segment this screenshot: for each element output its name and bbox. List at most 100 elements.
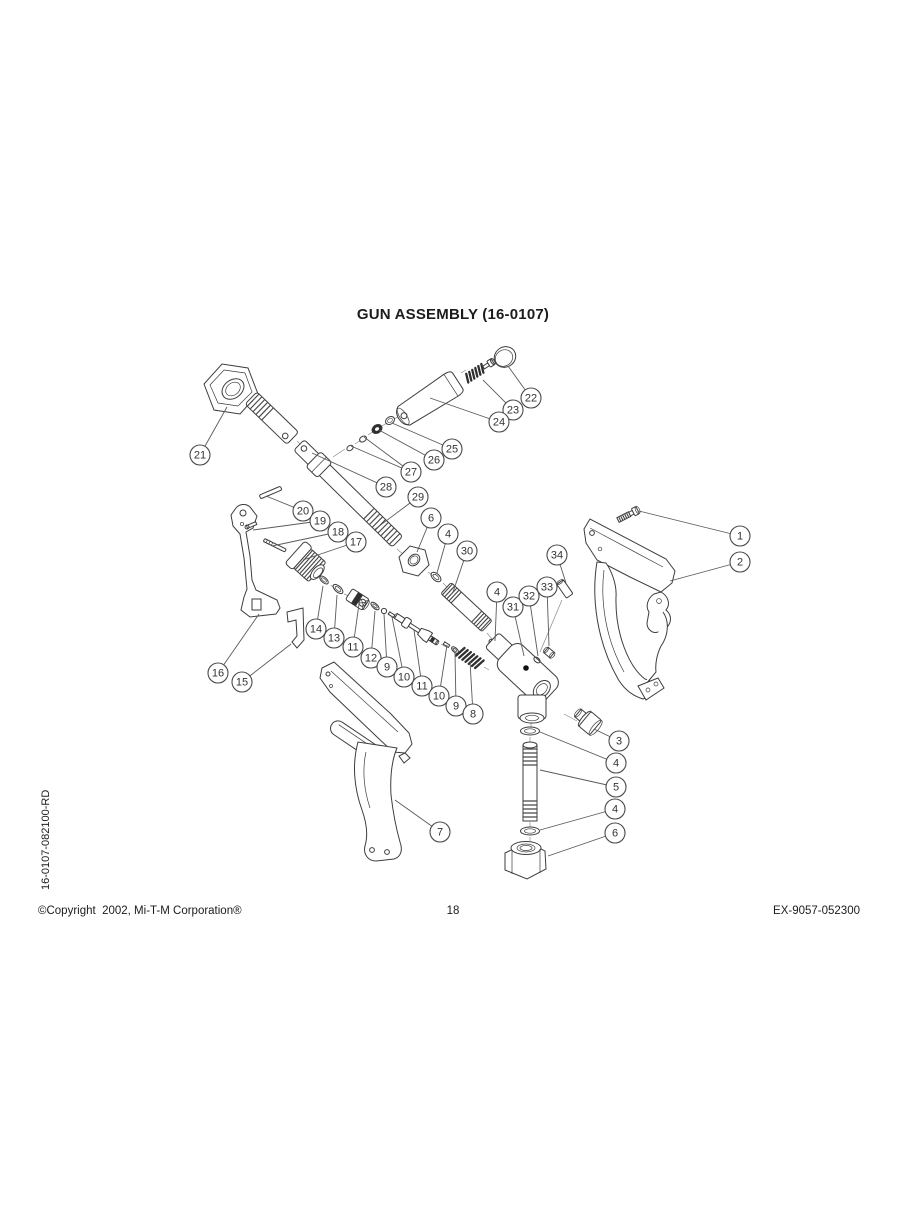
part-screw-1 — [616, 505, 641, 523]
callout-6: 6 — [416, 507, 442, 553]
callout-circle-30 — [456, 540, 478, 562]
callout-11: 11 — [411, 629, 433, 697]
callout-number-4: 4 — [494, 587, 500, 599]
callout-number-15: 15 — [236, 677, 248, 689]
part-washer-4c — [520, 726, 540, 736]
callout-number-12: 12 — [365, 653, 377, 665]
callout-21: 21 — [189, 406, 228, 466]
callout-19: 19 — [252, 510, 331, 532]
callout-27: 27 — [350, 436, 422, 483]
callout-4: 4 — [486, 581, 508, 642]
callout-leader-4 — [539, 731, 617, 764]
callout-number-30: 30 — [461, 546, 473, 558]
part-oring-14 — [319, 575, 329, 585]
callout-circle-10 — [393, 666, 415, 688]
callout-3: 3 — [593, 728, 630, 752]
callout-number-10: 10 — [398, 672, 410, 684]
callout-number-23: 23 — [507, 405, 519, 417]
callout-15: 15 — [231, 643, 292, 693]
part-ball-9 — [380, 607, 388, 615]
part-spring-8 — [454, 646, 485, 670]
callout-circle-6 — [604, 822, 626, 844]
callout-circle-33 — [536, 576, 558, 598]
part-oring-32 — [533, 656, 541, 664]
callout-leader-4 — [539, 808, 616, 831]
callout-34: 34 — [546, 544, 568, 584]
callout-10: 10 — [428, 644, 450, 707]
callout-number-6: 6 — [428, 513, 434, 525]
part-trigger-lever-16 — [230, 504, 281, 618]
callout-number-24: 24 — [493, 417, 505, 429]
part-piston-11 — [345, 588, 370, 611]
callout-9: 9 — [445, 652, 467, 717]
part-hex-nut-6-upper — [398, 545, 430, 577]
callout-number-31: 31 — [507, 602, 519, 614]
callout-14: 14 — [305, 585, 327, 640]
part-pistol-grip-7 — [319, 661, 413, 862]
callout-number-1: 1 — [737, 531, 743, 543]
callout-circle-21 — [189, 444, 211, 466]
part-orings-27 — [346, 435, 367, 452]
callout-circle-14 — [305, 618, 327, 640]
callout-number-9: 9 — [384, 662, 390, 674]
part-fitting-17 — [285, 541, 326, 582]
callout-circle-20 — [292, 500, 314, 522]
callout-17: 17 — [302, 531, 367, 561]
callout-24: 24 — [429, 397, 510, 433]
callout-circle-9 — [376, 656, 398, 678]
callout-number-14: 14 — [310, 624, 322, 636]
callout-29: 29 — [373, 486, 429, 531]
part-pin-34 — [556, 579, 573, 599]
doc-number: EX-9057-052300 — [773, 905, 860, 917]
parts-drawing — [203, 346, 676, 880]
callout-circle-28 — [375, 476, 397, 498]
part-screw-19 — [244, 521, 258, 530]
callout-number-3: 3 — [616, 736, 622, 748]
callout-6: 6 — [547, 822, 626, 857]
part-pipe-5 — [522, 741, 538, 822]
callout-11: 11 — [342, 603, 364, 658]
part-washer-4d — [520, 826, 540, 836]
callout-circle-10 — [428, 685, 450, 707]
callout-circle-19 — [309, 510, 331, 532]
callout-leader-1 — [638, 510, 741, 537]
callout-number-17: 17 — [350, 537, 362, 549]
callout-leader-25 — [391, 422, 453, 450]
part-nipple-upper — [245, 392, 298, 444]
callout-5: 5 — [539, 769, 627, 798]
part-nipple-30 — [441, 582, 492, 632]
callout-circle-26 — [423, 449, 445, 471]
callout-number-6: 6 — [612, 828, 618, 840]
callout-circle-7 — [429, 821, 451, 843]
callout-circle-11 — [411, 675, 433, 697]
part-retaining-nut-21 — [203, 363, 259, 415]
callout-number-33: 33 — [541, 582, 553, 594]
part-spring-screw-23 — [465, 357, 496, 384]
callout-number-26: 26 — [428, 455, 440, 467]
callout-23: 23 — [482, 379, 524, 421]
part-valve-stem-11 — [393, 612, 440, 646]
callout-4: 4 — [539, 798, 626, 831]
callout-number-4: 4 — [445, 529, 451, 541]
callout-number-29: 29 — [412, 492, 424, 504]
callout-circle-17 — [345, 531, 367, 553]
callout-33: 33 — [536, 576, 558, 647]
part-seal-13 — [332, 583, 344, 595]
copyright-text: ©Copyright 2002, Mi-T-M Corporation® — [38, 905, 242, 917]
part-grip-cylinder-24 — [396, 371, 464, 426]
callout-leader-16 — [217, 613, 260, 674]
callout-number-2: 2 — [737, 557, 743, 569]
part-nut-26 — [371, 423, 383, 435]
part-plug-33 — [543, 646, 556, 659]
callout-circle-15 — [231, 671, 253, 693]
callout-circle-13 — [323, 627, 345, 649]
callout-10: 10 — [391, 616, 415, 688]
callout-number-21: 21 — [194, 450, 206, 462]
callout-circle-22 — [520, 387, 542, 409]
callout-number-8: 8 — [470, 709, 476, 721]
callout-26: 26 — [378, 429, 445, 471]
callout-circle-4 — [437, 523, 459, 545]
callout-number-22: 22 — [525, 393, 537, 405]
